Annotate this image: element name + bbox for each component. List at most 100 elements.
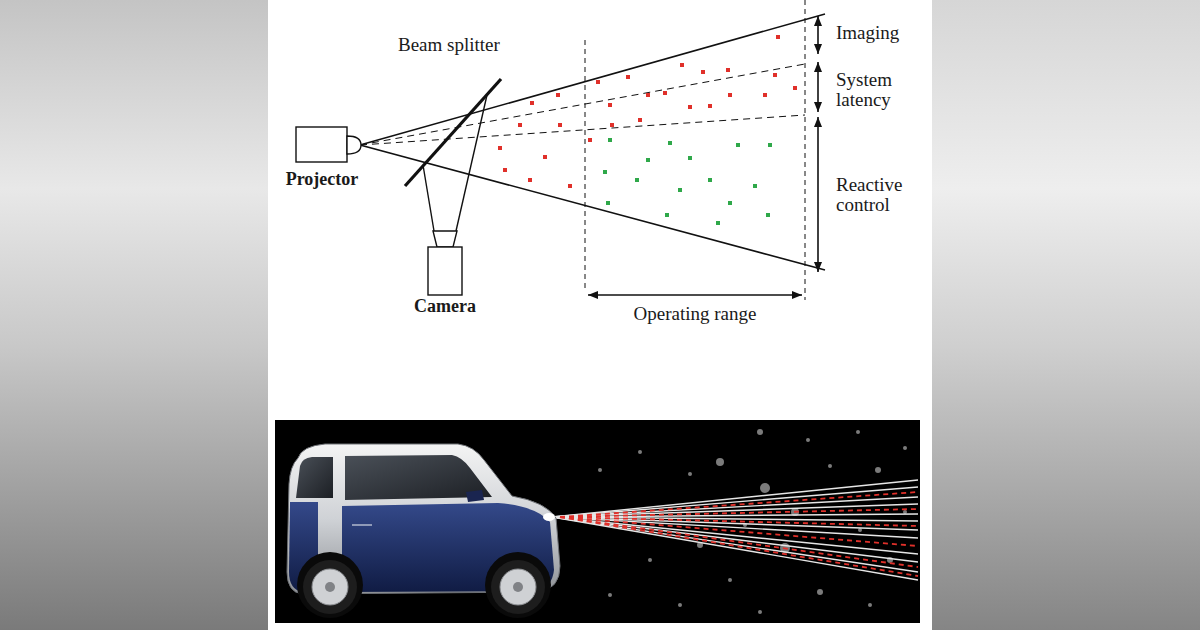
car-illustration [543,513,555,521]
rain-particle [760,483,770,493]
rain-particle [716,458,724,466]
car-illustration [297,552,363,618]
headlight-beam [560,517,918,567]
camera-symbol [456,95,487,231]
rain-particle [648,558,652,562]
pattern-dot [646,158,650,162]
node-label: Camera [414,296,476,316]
car-illustration [485,552,551,618]
pattern-dot [608,138,612,142]
pattern-dot [773,73,777,77]
pattern-dot [678,188,682,192]
zone-label: Reactive control [836,175,924,215]
pattern-dot [528,178,532,182]
car-illustration [312,569,348,605]
rain-particle [728,578,732,582]
pattern-dot [610,123,614,127]
range-boundary [585,40,586,290]
projector-symbol [296,127,361,162]
headlight-beam [552,480,918,517]
headlight-beam [552,487,918,517]
pattern-dot [518,123,522,127]
car-illustration [513,582,523,592]
rain-particle [806,438,810,442]
pattern-dot [680,63,684,67]
pattern-dot [646,93,650,97]
rain-particle [758,610,762,614]
beam-splitter-plate [405,79,501,186]
pattern-dot [608,103,612,107]
dimension-arrow [588,16,818,295]
range-boundary [585,0,805,300]
camera-symbol [423,95,487,295]
pattern-dot [688,156,692,160]
headlight-beam [552,480,918,580]
pattern-dot [596,80,600,84]
pattern-dot [498,146,502,150]
pattern-dot [753,184,757,188]
pattern-dot [638,118,642,122]
rain-particle [678,603,682,607]
rain-particle [598,468,602,472]
camera-symbol [423,165,434,231]
car-illustration [491,560,545,614]
node-label: Projector [286,169,359,189]
pattern-dot [558,123,562,127]
rain-particle [608,593,612,597]
pattern-dot [728,93,732,97]
zone-label: Imaging [836,23,926,43]
pattern-dot [793,86,797,90]
white-panel [268,0,932,630]
car-illustration [500,569,536,605]
rain-particle [817,589,823,595]
car-illustration [303,560,357,614]
car-illustration [296,457,333,498]
pattern-dot [688,105,692,109]
headlight-beam [552,504,918,517]
part-label: Beam splitter [398,35,500,55]
pattern-dot [568,184,572,188]
projection-cone [360,64,805,145]
pattern-dot [663,91,667,95]
zone-label: System latency [836,70,918,110]
pattern-dot [603,170,607,174]
rain-particle [638,450,642,454]
rain-particle [688,472,692,476]
pattern-dot [708,104,712,108]
dimension-arrow [817,117,819,272]
pattern-dot [708,178,712,182]
pattern-dot [498,35,797,225]
pattern-dot [626,75,630,79]
range-boundary [805,0,806,300]
rain-particle [903,446,907,450]
car-illustration [352,524,372,526]
pattern-dot [728,201,732,205]
headlight-beam [560,517,918,576]
dimension-arrow [588,294,802,296]
pattern-dot [665,213,669,217]
projector-symbol [347,136,361,154]
pattern-dot [768,143,772,147]
projection-cone [360,14,825,270]
pattern-dot [716,221,720,225]
pattern-dot [668,141,672,145]
rain-particle [757,429,763,435]
headlight-beam [552,517,918,580]
camera-symbol [428,247,462,295]
rain-particle [856,430,860,434]
car-illustration [466,490,484,502]
rain-particle [868,603,872,607]
pattern-dot [736,143,740,147]
pattern-dot [726,68,730,72]
dimension-arrow [817,16,819,54]
pattern-dot [530,101,534,105]
pattern-dot [556,93,560,97]
pattern-dot [776,35,780,39]
pattern-dot [763,93,767,97]
car-illustration [325,582,335,592]
pattern-dot [588,138,592,142]
